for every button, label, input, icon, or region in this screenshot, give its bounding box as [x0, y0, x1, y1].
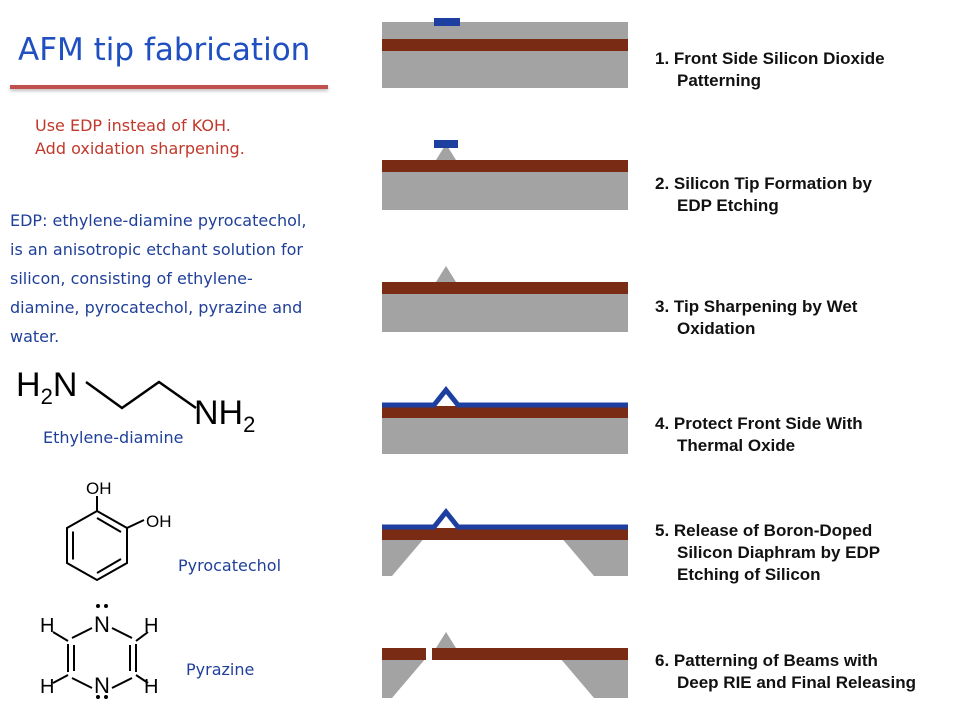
cross-section-step-3 — [382, 266, 628, 332]
step-line: Patterning — [677, 71, 762, 90]
step-line: EDP Etching — [677, 196, 779, 215]
cross-section-step-1 — [382, 18, 628, 88]
instruction-notes: Use EDP instead of KOH. Add oxidation sh… — [35, 114, 245, 160]
edp-line: diamine, pyrocatechol, pyrazine and — [10, 298, 303, 317]
n-atom: N — [94, 612, 110, 637]
ethylenediamine-structure: H2N NH2 — [16, 366, 255, 437]
step-line: 2. Silicon Tip Formation by — [655, 174, 872, 193]
step-label-3: 3. Tip Sharpening by Wet Oxidation — [655, 296, 857, 340]
step-line: Etching of Silicon — [677, 565, 821, 584]
n-atom: N — [53, 366, 78, 404]
step-line: 1. Front Side Silicon Dioxide — [655, 49, 885, 68]
step-label-1: 1. Front Side Silicon Dioxide Patterning — [655, 48, 885, 92]
step-line: 4. Protect Front Side With — [655, 414, 863, 433]
note-line: Use EDP instead of KOH. — [35, 116, 231, 135]
step-line: 6. Patterning of Beams with — [655, 651, 878, 670]
pyrazine-label: Pyrazine — [186, 660, 255, 679]
oh-group: OH — [86, 479, 112, 498]
step-label-4: 4. Protect Front Side With Thermal Oxide — [655, 413, 863, 457]
svg-text:NH2: NH2 — [194, 394, 255, 437]
pyrocatechol-label: Pyrocatechol — [178, 556, 282, 575]
title-underline — [10, 85, 328, 89]
edp-line: water. — [10, 327, 60, 346]
edp-line: silicon, consisting of ethylene- — [10, 269, 253, 288]
step-label-5: 5. Release of Boron-Doped Silicon Diaphr… — [655, 520, 880, 586]
ethylenediamine-label: Ethylene-diamine — [43, 428, 184, 447]
page-title: AFM tip fabrication — [18, 32, 311, 68]
step-line: Oxidation — [677, 319, 756, 338]
n-atom: N — [94, 673, 110, 698]
edp-line: is an anisotropic etchant solution for — [10, 240, 303, 259]
cross-section-step-2 — [382, 140, 628, 210]
h-subscript: 2 — [243, 412, 255, 437]
step-line: Silicon Diaphram by EDP — [677, 543, 881, 562]
nh-group: NH — [194, 394, 243, 432]
cross-section-step-5 — [382, 507, 628, 576]
h-subscript: 2 — [41, 384, 53, 409]
edp-description: EDP: ethylene-diamine pyrocatechol, is a… — [10, 206, 372, 351]
h-atom: H — [144, 615, 158, 637]
step-line: 5. Release of Boron-Doped — [655, 521, 873, 540]
oh-group: OH — [146, 512, 172, 531]
step-label-2: 2. Silicon Tip Formation by EDP Etching — [655, 173, 872, 217]
step-label-6: 6. Patterning of Beams with Deep RIE and… — [655, 650, 916, 694]
cross-section-step-4 — [382, 385, 628, 454]
h-atom: H — [144, 676, 158, 698]
h-atom: H — [40, 615, 54, 637]
step-line: 3. Tip Sharpening by Wet — [655, 297, 858, 316]
h-atom: H — [40, 676, 54, 698]
note-line: Add oxidation sharpening. — [35, 139, 245, 158]
h-atom: H — [16, 366, 41, 404]
edp-line: EDP: ethylene-diamine pyrocatechol, — [10, 211, 307, 230]
pyrocatechol-structure: OH OH — [66, 479, 172, 582]
svg-text:H2N: H2N — [16, 366, 77, 409]
step-line: Thermal Oxide — [677, 436, 796, 455]
cross-section-step-6 — [382, 632, 628, 698]
pyrazine-structure: N N H H H H — [40, 604, 158, 699]
step-line: Deep RIE and Final Releasing — [677, 673, 917, 692]
